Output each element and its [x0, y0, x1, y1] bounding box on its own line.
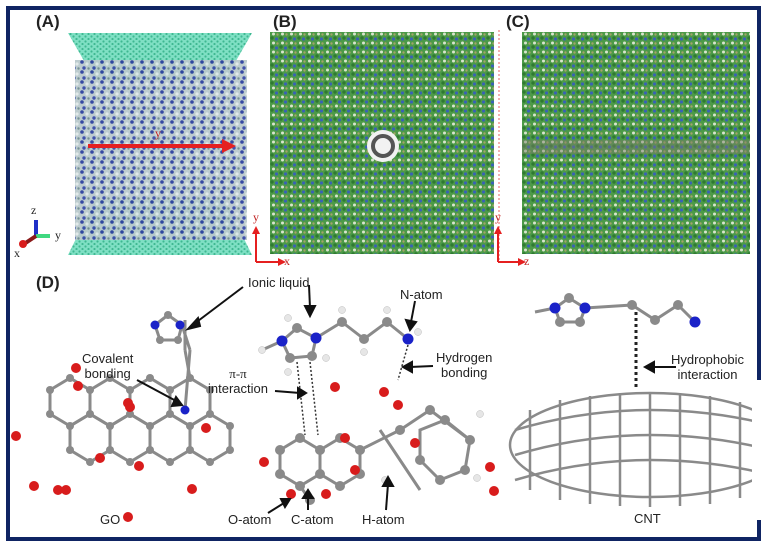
- label-hydrophobic-interaction: Hydrophobic interaction: [671, 352, 744, 382]
- panel-label-d: (D): [36, 273, 60, 292]
- label-go: GO: [100, 512, 121, 527]
- axis-label-b-x: x: [284, 254, 290, 268]
- label-n-atom: N-atom: [400, 287, 443, 302]
- label-hydrogen-bonding: Hydrogen bonding: [436, 350, 492, 380]
- label-ionic-liquid: Ionic liquid: [248, 275, 310, 290]
- label-covalent-line1: Covalent: [82, 351, 134, 366]
- go-molecule: [11, 311, 234, 522]
- label-hydrophobic-line1: Hydrophobic: [671, 352, 744, 367]
- label-covalent-bonding: Covalent bonding: [82, 351, 133, 381]
- label-cnt: CNT: [634, 511, 661, 526]
- panel-label-c: (C): [506, 12, 530, 31]
- panel-label-a: (A): [36, 12, 60, 31]
- label-hydrophobic-line2: interaction: [677, 367, 738, 382]
- middle-molecule: [258, 306, 499, 505]
- panel-label-b: (B): [273, 12, 297, 31]
- panel-b-graphic: [252, 32, 494, 266]
- label-h-atom: H-atom: [362, 512, 405, 527]
- axis-label-a-x: x: [14, 246, 20, 260]
- cnt-molecule: [508, 293, 765, 520]
- panel-a-graphic: [19, 33, 252, 255]
- label-pi-pi-line2: interaction: [208, 381, 268, 396]
- axis-label-b-y: y: [253, 210, 259, 224]
- axis-triad-icon: [19, 220, 50, 248]
- label-hydrogen-line1: Hydrogen: [436, 350, 493, 365]
- axis-label-a-y: y: [55, 228, 61, 242]
- label-covalent-line2: bonding: [84, 366, 131, 381]
- axis-label-c-y: y: [495, 210, 501, 224]
- axis-label-a-z: z: [31, 203, 37, 217]
- annotation-arrows: [136, 284, 676, 514]
- label-pi-pi-line1: π-π: [229, 366, 247, 381]
- panel-c-graphic: [494, 32, 750, 266]
- label-hydrogen-line2: bonding: [441, 365, 488, 380]
- label-o-atom: O-atom: [228, 512, 272, 527]
- label-pi-pi-interaction: π-π interaction: [208, 366, 268, 396]
- arrow-label-a-y: y: [155, 126, 161, 140]
- axis-label-c-z: z: [524, 254, 530, 268]
- label-c-atom: C-atom: [291, 512, 334, 527]
